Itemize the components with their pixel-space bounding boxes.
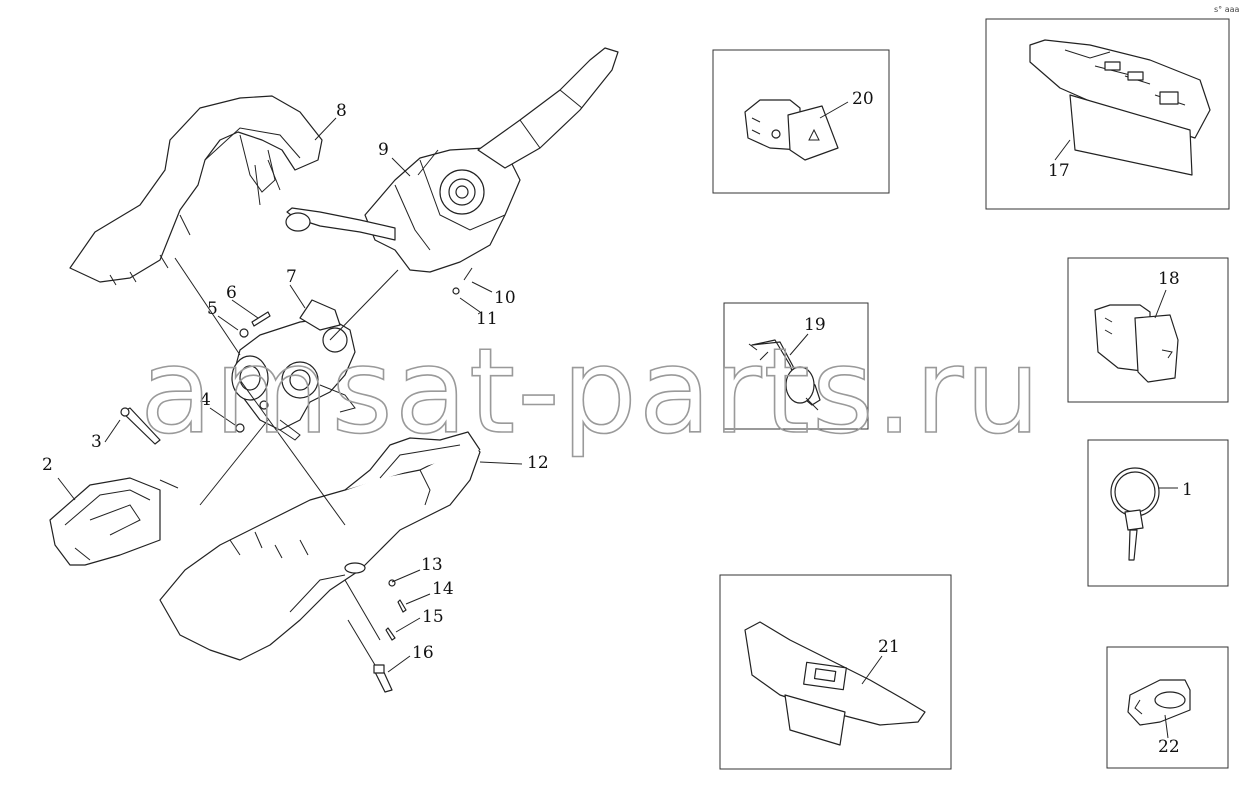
callout-21: 21 [878, 637, 900, 657]
box-light-switch-part-22: 22 [1106, 646, 1229, 769]
callout-17: 17 [1048, 161, 1070, 181]
callout-1: 1 [1182, 480, 1193, 500]
steering-column-assembly: 8 9 7 6 5 10 11 4 3 2 12 13 14 15 16 [42, 47, 619, 693]
callout-15: 15 [422, 607, 444, 627]
callout-22: 22 [1158, 737, 1180, 757]
corner-mark: s° aaa [1214, 5, 1240, 14]
box-fog-switch-part-18: 18 [1067, 257, 1229, 403]
watermark: amsat-parts.ru [140, 322, 1042, 460]
callout-9: 9 [378, 140, 389, 160]
callout-5: 5 [207, 299, 218, 319]
callout-13: 13 [421, 555, 443, 575]
callout-12: 12 [527, 453, 549, 473]
box-hazard-switch-part-20: 20 [712, 49, 890, 194]
callout-11: 11 [476, 309, 498, 329]
callout-6: 6 [226, 283, 237, 303]
leader-lines [57, 117, 523, 673]
box-window-switch-part-17: 17 [985, 18, 1230, 210]
combination-switch-part-9 [285, 47, 619, 295]
callout-14: 14 [432, 579, 454, 599]
callout-19: 19 [804, 315, 826, 335]
box-window-switch-part-21: 21 [719, 574, 952, 770]
callout-10: 10 [494, 288, 516, 308]
lower-shroud-part-12 [159, 431, 481, 661]
fasteners [120, 311, 407, 693]
callout-18: 18 [1158, 269, 1180, 289]
upper-shroud-part-8 [69, 95, 323, 286]
box-clamp-part-1: 1 [1087, 439, 1229, 587]
callout-4: 4 [200, 390, 211, 410]
callout-2: 2 [42, 455, 53, 475]
callout-16: 16 [412, 643, 434, 663]
callout-20: 20 [852, 89, 874, 109]
box-ignition-switch-part-19: 19 [723, 302, 869, 430]
ignition-lock-housing-part-7 [231, 299, 356, 441]
bracket-part-2 [49, 477, 161, 566]
callout-8: 8 [336, 101, 347, 121]
callout-3: 3 [91, 432, 102, 452]
callout-7: 7 [286, 267, 297, 287]
